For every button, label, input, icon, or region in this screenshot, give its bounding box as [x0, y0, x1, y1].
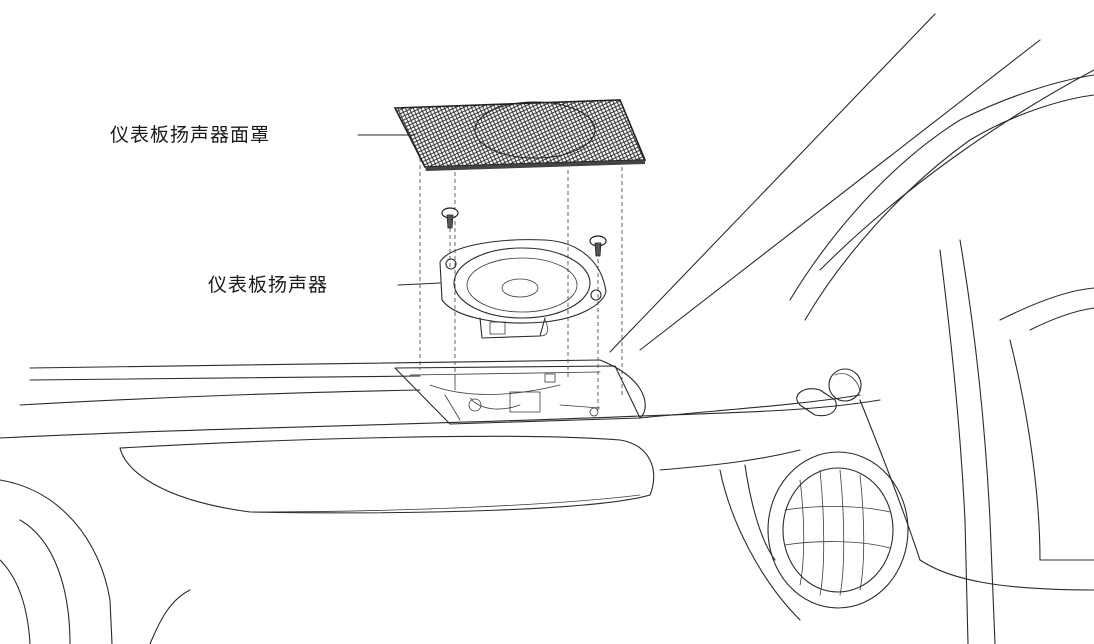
- dashboard-outline: [0, 359, 881, 471]
- grille-label: 仪表板扬声器面罩: [110, 124, 270, 146]
- screw-left: [441, 207, 459, 229]
- mirror-mount: [796, 368, 862, 417]
- speaker-grille-cover: [393, 99, 647, 171]
- screw-right: [589, 235, 607, 257]
- dashboard-speaker: [439, 239, 607, 339]
- windshield-lines: [609, 13, 1094, 353]
- speaker-mount-cavity: [394, 365, 641, 425]
- speaker-label: 仪表板扬声器: [208, 274, 328, 296]
- label-speaker: 仪表板扬声器: [208, 274, 441, 296]
- glove-box: [119, 435, 655, 514]
- lower-trim: [0, 479, 191, 644]
- label-grille: 仪表板扬声器面罩: [110, 124, 416, 146]
- alignment-guides: [419, 130, 623, 412]
- air-vent: [719, 451, 909, 621]
- door-frame: [789, 74, 1094, 644]
